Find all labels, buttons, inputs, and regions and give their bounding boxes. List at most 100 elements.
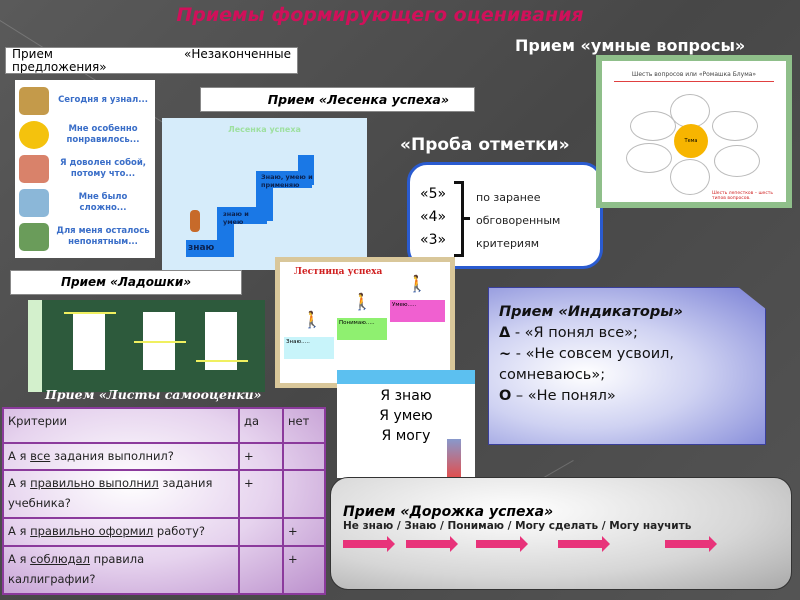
indicator-text: - «Я понял все»; [510, 325, 638, 341]
i-know-line: Я умею [379, 408, 433, 424]
yes-cell: + [238, 469, 284, 520]
cell-text: А я [8, 449, 31, 463]
success-path-title: Прием «Дорожка успеха» [343, 504, 554, 520]
table-row: А я правильно оформил работу? + [2, 517, 326, 547]
petal [712, 111, 758, 141]
probe-line: обговоренным [476, 214, 561, 227]
book-icon [19, 87, 49, 115]
daisy-title: Шесть вопросов или «Ромашка Блума» [631, 71, 757, 78]
sentence: Сегодня я узнал... [58, 95, 148, 106]
stair-step [298, 155, 314, 185]
label-part: «Незаконченные [184, 47, 291, 61]
daisy-center: Тема [674, 124, 708, 158]
step-box: Умею..... [390, 300, 445, 322]
arrow-icon [343, 536, 395, 552]
i-know-box: Я знаю Я умею Я могу [337, 370, 475, 478]
walking-person-icon: 🚶 [407, 274, 427, 293]
probe-box: «5» «4» «3» по заранее обговоренным крит… [407, 162, 603, 269]
slide-title: Приемы формирующего оценивания [176, 4, 584, 26]
no-cell: + [282, 517, 326, 547]
stair-step [217, 207, 267, 224]
cell-text: соблюдал [30, 551, 90, 566]
cell-text: правильно оформил [30, 524, 154, 539]
label-part: Прием [12, 47, 53, 61]
no-cell [282, 469, 326, 520]
cell-text: правила каллиграфии? [8, 551, 145, 586]
self-sheets-label: Прием «Листы самооценки» [45, 387, 262, 402]
ladder-image: Лесенка успеха знаю знаю и умею Знаю, ум… [162, 118, 367, 270]
table-row: А я все задания выполнил? + [2, 441, 326, 472]
arrow-icon [476, 536, 528, 552]
yes-cell [238, 517, 284, 547]
sentence: Мне особенно понравилось... [66, 123, 140, 145]
cell-text: работу? [153, 524, 206, 539]
student-books-icon [19, 189, 49, 217]
column-header: да [238, 407, 284, 444]
books-icon [19, 223, 49, 251]
brace-icon [454, 181, 464, 257]
probe-line: критериям [476, 237, 539, 250]
cell-text: правильно выполнил [30, 476, 159, 491]
petal [670, 94, 710, 128]
yes-cell: + [238, 441, 284, 472]
mark: «4» [420, 209, 447, 225]
step-label: знаю [188, 243, 215, 253]
step-box: Понимаю..... [337, 318, 387, 340]
bloom-daisy-image: Шесть вопросов или «Ромашка Блума» Тема … [596, 55, 792, 208]
petal [626, 143, 672, 173]
ladder-image-title: Лесенка успеха [228, 125, 301, 134]
table-row: А я правильно выполнил задания учебника?… [2, 469, 326, 520]
indicator-symbol: О [499, 388, 512, 404]
probe-line: по заранее [476, 191, 541, 204]
step-label: знаю и умею [223, 210, 249, 226]
divider [614, 81, 774, 82]
success-stairs-image: Лестница успеха Знаю..... Понимаю..... У… [275, 257, 455, 388]
smart-questions-label: Прием «умные вопросы» [515, 36, 746, 55]
climbing-boy-icon [190, 210, 200, 232]
unfinished-label: Прием «Незаконченные предложения» [5, 47, 298, 74]
indicator-text: - «Не совсем усвоил, сомневаюсь»; [499, 346, 675, 383]
yes-cell [238, 544, 284, 596]
petal [714, 145, 760, 177]
walking-person-icon: 🚶 [302, 310, 322, 329]
sentence: Для меня осталось непонятным... [56, 225, 150, 247]
indicator-text: – «Не понял» [511, 388, 616, 404]
ladder-label: Прием «Лесенка успеха» [200, 87, 475, 112]
cell-text: А я [8, 524, 31, 539]
no-cell: + [282, 544, 326, 596]
indicator-symbol: ~ [499, 346, 512, 362]
palms-label: Прием «Ладошки» [10, 270, 242, 295]
walking-person-icon: 🚶 [352, 292, 372, 311]
success-path-steps: Не знаю / Знаю / Понимаю / Могу сделать … [343, 520, 692, 532]
mark: «5» [420, 186, 447, 202]
rocket-icon [447, 439, 461, 477]
petal [670, 159, 710, 195]
palms-image [28, 300, 265, 392]
brace-tip [464, 217, 470, 220]
sentence: Я доволен собой, потому что... [59, 157, 147, 179]
cell-text: А я [8, 551, 31, 566]
level-line [196, 360, 248, 362]
probe-label: «Проба отметки» [400, 135, 570, 155]
cell-text: задания выполнил? [50, 449, 174, 463]
step-label: Знаю, умею и применяю [261, 173, 313, 189]
student-icon [19, 155, 49, 183]
stairs-title: Лестница успеха [294, 267, 383, 277]
i-know-line: Я знаю [380, 388, 432, 404]
unfinished-sentences-image: Сегодня я узнал... Мне особенно понравил… [15, 80, 155, 258]
smiley-icon [19, 121, 49, 149]
mark: «3» [420, 232, 447, 248]
indicators-box: Прием «Индикаторы» Δ - «Я понял все»; ~ … [488, 287, 766, 445]
step-box: Знаю..... [284, 337, 334, 359]
i-know-line: Я могу [381, 428, 431, 444]
label-part: предложения» [12, 60, 107, 74]
cell-text: все [30, 449, 51, 463]
cell-text: А я [8, 476, 31, 491]
column-header: нет [282, 407, 326, 444]
daisy-caption: Шесть лепестков – шесть типов вопросов. [712, 191, 774, 201]
success-path-box: Прием «Дорожка успеха» Не знаю / Знаю / … [330, 477, 792, 590]
cell-text: задания учебника? [8, 476, 213, 511]
no-cell [282, 441, 326, 472]
petal [630, 111, 676, 141]
